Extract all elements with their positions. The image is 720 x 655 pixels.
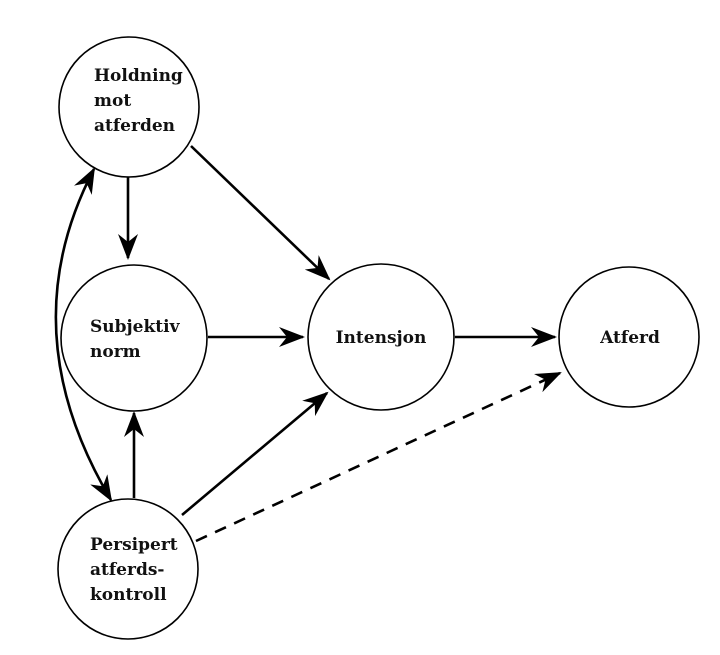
node-atferd-line-1: Atferd [599,328,660,348]
node-holdning-label: Holdning mot atferden [94,66,189,136]
node-subjektiv-circle [60,264,208,412]
node-intensjon-label: Intensjon [336,328,427,348]
node-atferd-circle [558,266,700,408]
node-holdning-circle [58,36,200,178]
node-subjektiv-line-1: Subjektiv [90,317,181,337]
arrow-holdning-to-persipert [54,167,113,502]
node-persipert-circle [57,498,199,640]
node-atferd: Atferd [558,266,700,408]
node-intensjon-line-1: Intensjon [336,328,427,348]
edges-layer [54,145,562,543]
node-subjektiv-line-2: norm [90,342,141,362]
node-persipert-label: Persipert atferds- kontroll [90,535,184,605]
node-intensjon: Intensjon [307,263,455,411]
node-subjektiv-label: Subjektiv norm [90,317,185,362]
node-persipert-line-3: kontroll [90,585,167,605]
arrow-persipert-to-atferd [195,371,562,543]
node-subjektiv: Subjektiv norm [60,264,208,412]
node-atferd-label: Atferd [599,328,660,348]
node-persipert: Persipert atferds- kontroll [57,498,199,640]
node-intensjon-circle [307,263,455,411]
node-holdning-line-2: mot [94,91,131,111]
arrow-persipert-to-intensjon [181,391,329,516]
node-persipert-line-2: atferds- [90,560,164,580]
node-persipert-line-1: Persipert [90,535,178,555]
node-holdning: Holdning mot atferden [58,36,200,178]
node-holdning-line-3: atferden [94,116,175,136]
node-holdning-line-1: Holdning [94,66,183,86]
arrow-holdning-to-intensjon [190,145,331,281]
